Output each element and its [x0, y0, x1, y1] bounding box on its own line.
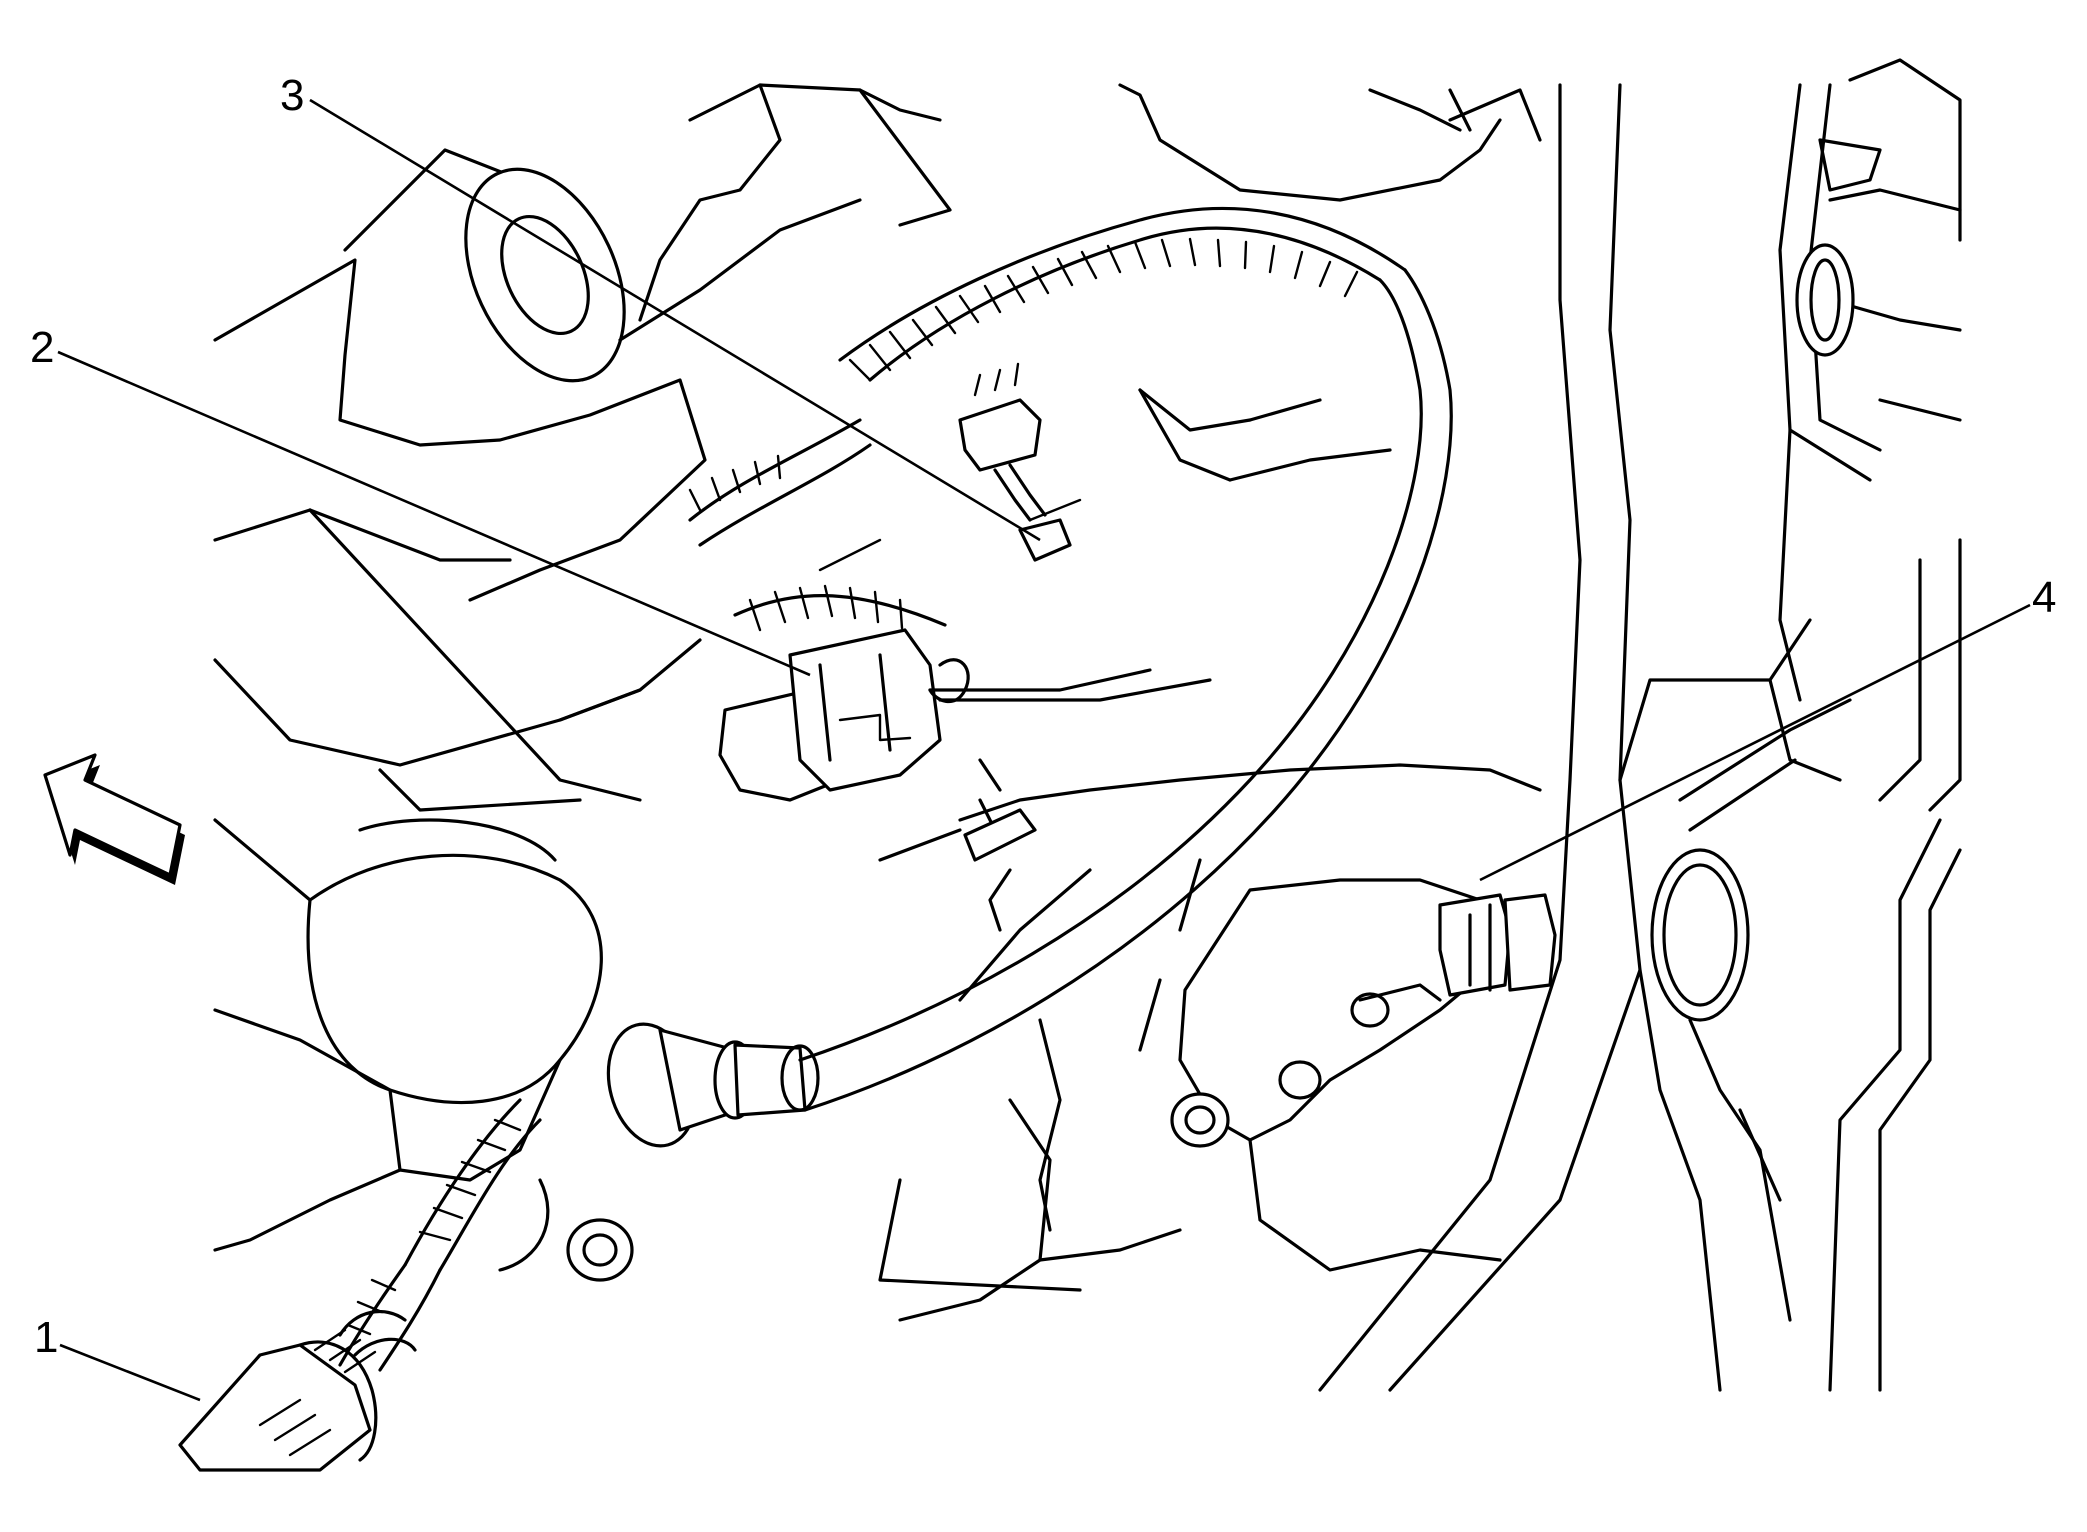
wire-loom-lower [338, 1098, 634, 1372]
cylinder-head-left [213, 148, 707, 812]
callout-2-label: 2 [30, 323, 54, 372]
mounting-plate [878, 758, 1542, 1322]
leader-line-2 [57, 350, 811, 677]
connector-1[interactable] [178, 1310, 417, 1472]
oxygen-sensor-cable [688, 206, 1453, 1112]
connector-3[interactable] [958, 362, 1072, 562]
leader-line-1 [59, 1343, 201, 1402]
sensor-boot [606, 1022, 820, 1148]
leader-line-3 [309, 98, 1041, 542]
callout-3-label: 3 [280, 71, 304, 120]
leader-line-4 [1479, 603, 2031, 882]
ignition-housing-lower [213, 818, 603, 1272]
frame-rail-right [1318, 58, 1962, 1392]
direction-arrow-icon [43, 753, 185, 885]
callout-4-label: 4 [2032, 573, 2056, 622]
upper-bracket-lines [618, 83, 1502, 572]
callout-1-label: 1 [34, 1313, 58, 1362]
callout-labels: 3 2 4 1 [30, 71, 2056, 1362]
sensor-boss-4[interactable] [1170, 878, 1557, 1272]
callout-leaders [57, 98, 2031, 1402]
connector-2[interactable] [718, 584, 1212, 802]
